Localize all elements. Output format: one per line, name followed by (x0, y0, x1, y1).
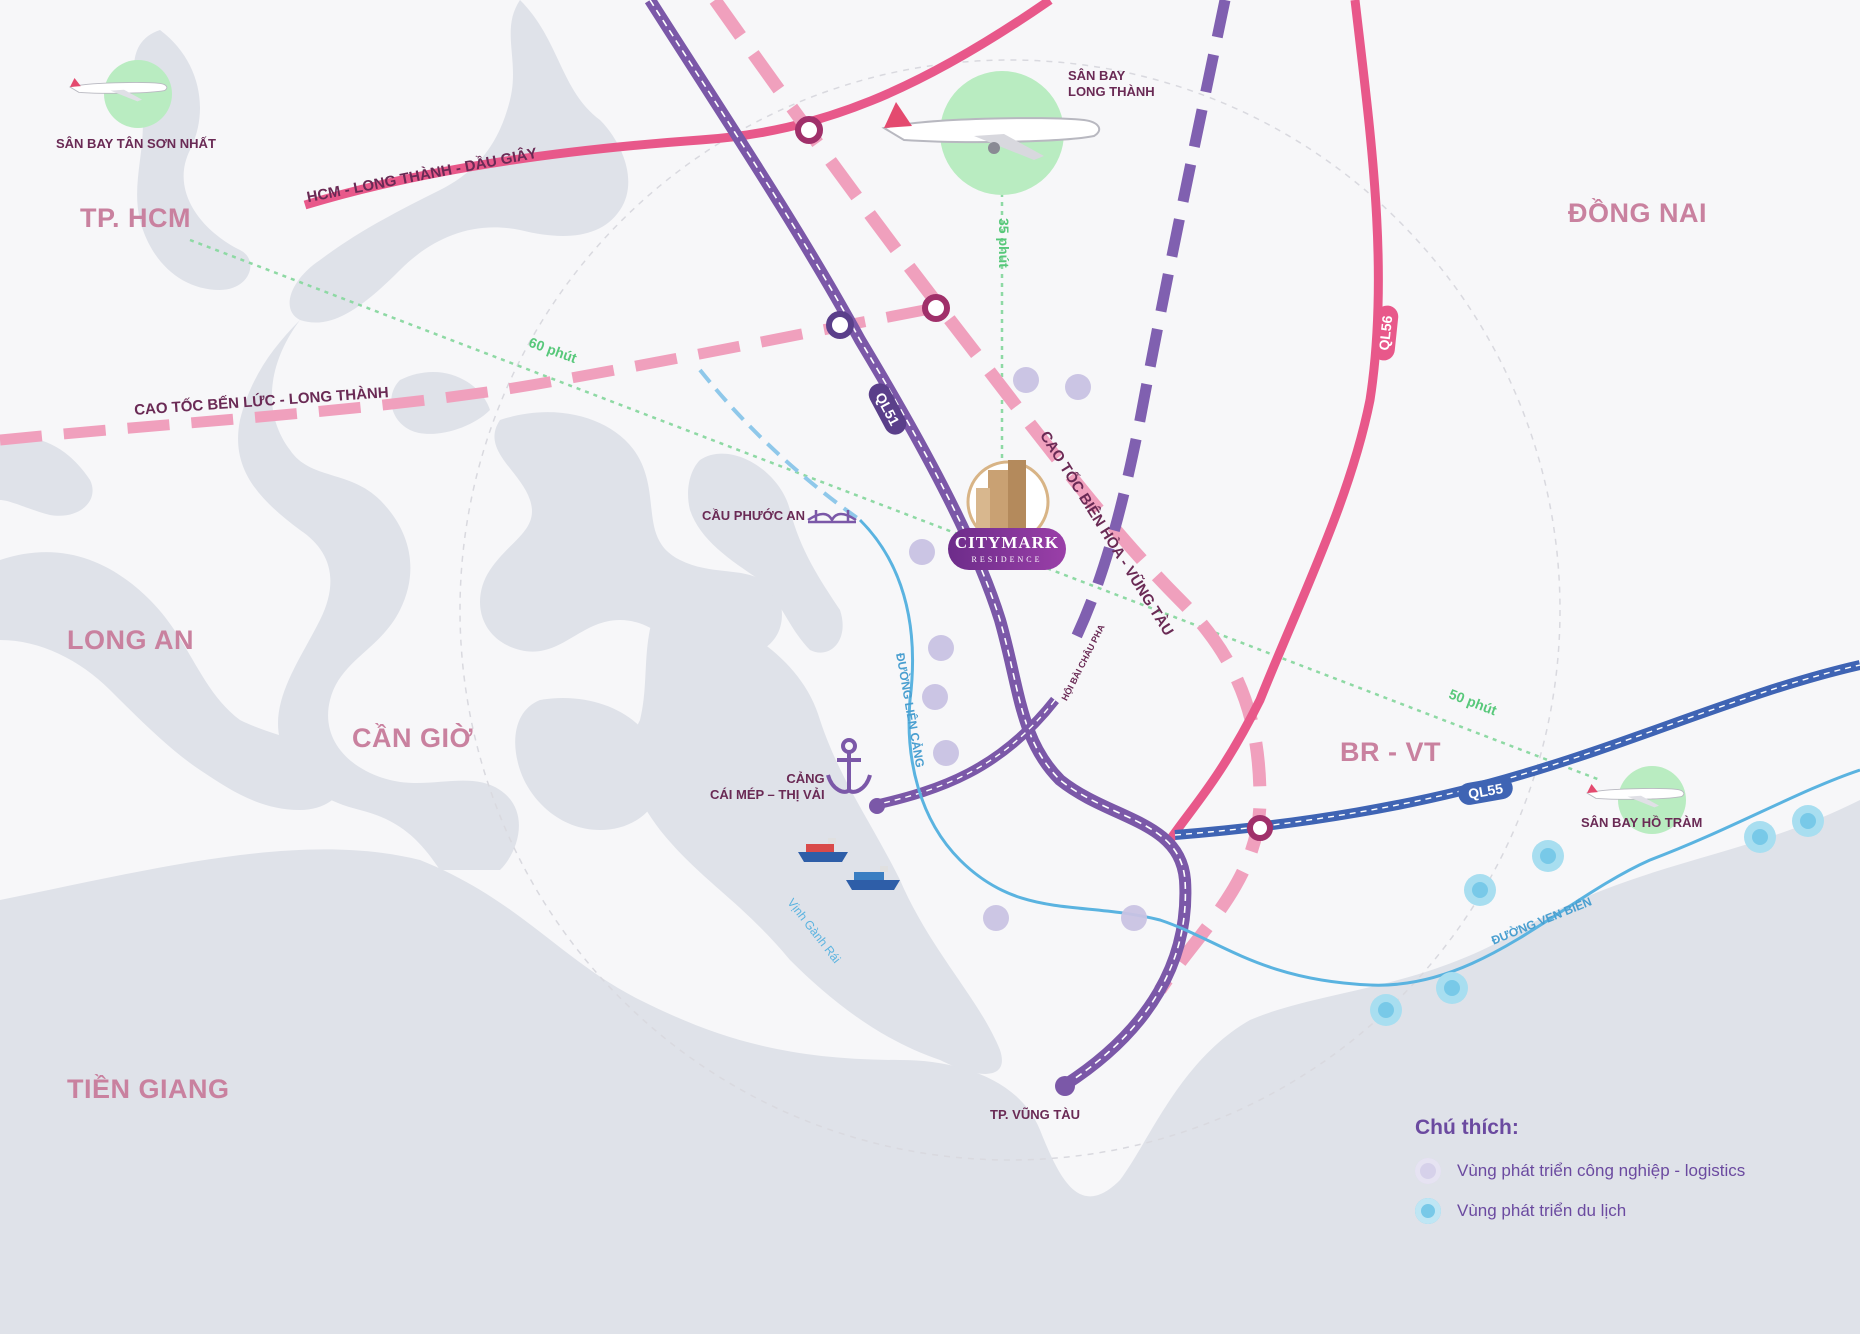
tsn-airport-circle (104, 60, 172, 128)
region-brvt: BR - VT (1340, 737, 1441, 767)
hcm-longthanh-daugiay-road (303, 0, 1053, 210)
plane-icon (1585, 784, 1685, 808)
influence-circle (459, 59, 1561, 1161)
legend: Chú thích: Vùng phát triển công nghiệp -… (1415, 1116, 1745, 1238)
label-hotram-airport: SÂN BAY HỒ TRÀM (1581, 815, 1703, 830)
region-cangio: CẦN GIỜ (352, 723, 474, 753)
junction-ql51 (826, 311, 854, 339)
time-35: 35 phút (996, 218, 1012, 268)
dashed-purple-road (1065, 0, 1231, 653)
legend-industrial-label: Vùng phát triển công nghiệp - logistics (1457, 1161, 1746, 1180)
label-tsn-airport: SÂN BAY TÂN SƠN NHẤT (56, 136, 216, 151)
plane-icon (881, 102, 1101, 160)
travel-time-lines (189, 175, 1601, 782)
project-sub: RESIDENCE (971, 555, 1043, 564)
label-longthanh-airport: SÂN BAY LONG THÀNH (1068, 68, 1155, 100)
legend-item-tourism: Vùng phát triển du lịch (1415, 1198, 1745, 1224)
citymark-logo: CITYMARK RESIDENCE (948, 528, 1066, 570)
junction-port (869, 798, 885, 814)
longthanh-line2: LONG THÀNH (1068, 84, 1155, 99)
lien-cang-road (858, 518, 1860, 987)
junctions (795, 116, 1273, 841)
benluc-longthanh-road (0, 302, 937, 446)
longthanh-line1: SÂN BAY (1068, 68, 1126, 83)
label-caimep-port: CẢNG CÁI MÉP – THỊ VẢI (710, 771, 825, 803)
legend-tourism-label: Vùng phát triển du lịch (1457, 1201, 1627, 1220)
legend-item-industrial: Vùng phát triển công nghiệp - logistics (1415, 1158, 1745, 1184)
ship-icon (798, 838, 848, 862)
label-vungtau: TP. VŨNG TÀU (990, 1107, 1081, 1122)
bienhoa-vungtau-road (709, 0, 1267, 994)
citymark-building-icon (966, 460, 1050, 544)
anchor-icon (826, 738, 872, 794)
phuocan-connector (698, 368, 862, 522)
legend-title: Chú thích: (1415, 1116, 1519, 1139)
ql56-road (1166, 0, 1383, 843)
region-tphcm: TP. HCM (80, 203, 192, 233)
project-name: CITYMARK (954, 533, 1060, 552)
region-longan: LONG AN (67, 625, 194, 655)
region-dongnai: ĐỒNG NAI (1568, 198, 1707, 228)
ship-icon (846, 866, 900, 890)
label-phuocan-bridge: CẦU PHƯỚC AN (702, 508, 806, 523)
region-tiengiang: TIỀN GIANG (67, 1074, 230, 1104)
industrial-dot-icon (1415, 1158, 1441, 1184)
bridge-icon (807, 510, 857, 524)
industrial-zones (909, 367, 1147, 931)
tourism-dot-icon (1415, 1198, 1441, 1224)
tourism-zones (1370, 805, 1824, 1026)
hotram-airport-circle (1618, 766, 1686, 834)
vungtau-dot (1055, 1076, 1075, 1096)
plane-icon (68, 78, 168, 102)
port-line1: CẢNG (786, 771, 825, 786)
port-line2: CÁI MÉP – THỊ VẢI (710, 787, 825, 802)
